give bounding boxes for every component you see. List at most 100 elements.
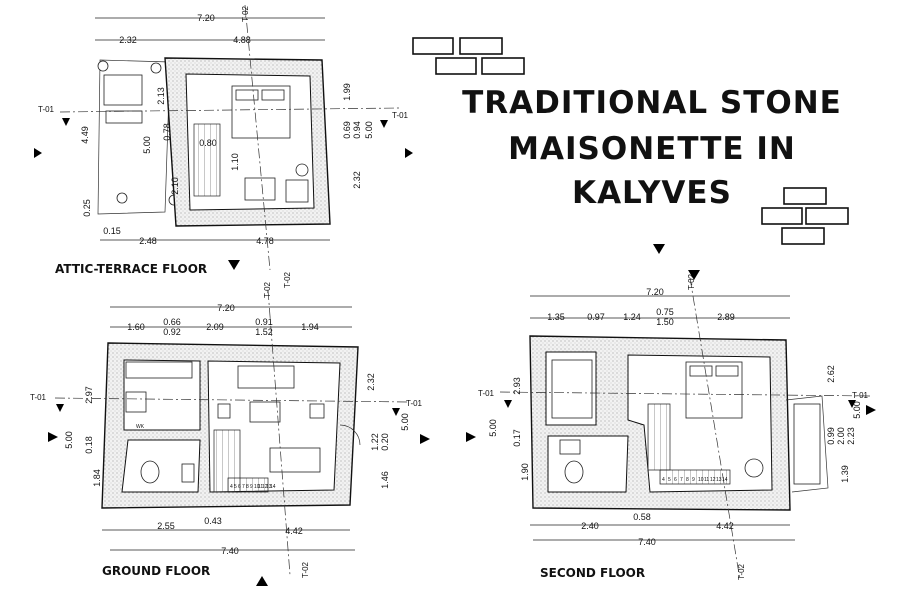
attic-dim-bottom-right: 4.78 — [256, 236, 274, 246]
second-dim-right-a: 2.62 — [826, 365, 836, 383]
attic-dim-right-a: 1.99 — [342, 83, 352, 101]
attic-marker-left: T-01 — [38, 105, 55, 114]
ground-dim-bottom-c: 4.42 — [285, 526, 303, 536]
ground-dim-bottom-b: 0.43 — [204, 516, 222, 526]
attic-marker-top: T-02 — [241, 5, 250, 22]
ground-dim-top-g: 1.94 — [301, 322, 319, 332]
ground-wc-label: WK — [136, 424, 145, 430]
attic-dim-left-inner-b: 0.78 — [162, 123, 172, 141]
stair-step-number: 7 — [242, 484, 245, 490]
title-block: TRADITIONAL STONE MAISONETTE IN KALYVES — [412, 37, 849, 254]
stair-step-number: 14 — [270, 484, 276, 490]
attic-dim-left-outer: 4.49 — [80, 126, 90, 144]
second-marker-right: T-01 — [852, 391, 869, 400]
title-line-2: MAISONETTE IN — [508, 131, 796, 167]
second-dim-top-e: 1.50 — [656, 317, 674, 327]
ground-dim-right-d: 1.46 — [380, 471, 390, 489]
stair-step-number: 7 — [680, 477, 683, 483]
attic-dim-right-e: 5.00 — [364, 121, 374, 139]
attic-dim-left-small: 0.25 — [82, 199, 92, 217]
attic-dim-bottom-left: 2.48 — [139, 236, 157, 246]
ground-dim-top-f: 1.52 — [255, 327, 273, 337]
stair-step-number: 5 — [234, 484, 237, 490]
ground-marker-bottom: T-02 — [301, 561, 310, 578]
second-dim-left-a: 2.93 — [512, 377, 522, 395]
second-dim-top-d: 0.75 — [656, 307, 674, 317]
ground-dim-top-b: 0.66 — [163, 317, 181, 327]
ground-dim-right-a: 2.32 — [366, 373, 376, 391]
second-dim-left-c: 1.90 — [520, 463, 530, 481]
second-dim-bottom-a: 2.40 — [581, 521, 599, 531]
section-arrow-icon — [653, 244, 665, 254]
attic-dim-right-c: 0.94 — [352, 121, 362, 139]
second-dim-top-a: 1.35 — [547, 312, 565, 322]
stair-step-number: 4 — [662, 477, 665, 483]
ground-dim-top-c: 0.92 — [163, 327, 181, 337]
ground-marker-right: T-01 — [406, 399, 423, 408]
attic-dim-center-a: 2.13 — [156, 87, 166, 105]
ground-dim-top-d: 2.09 — [206, 322, 224, 332]
attic-dim-top-total: 7.20 — [197, 13, 215, 23]
second-dim-right-f: 5.00 — [852, 401, 862, 419]
attic-dim-right-b: 0.69 — [342, 121, 352, 139]
ground-marker-left: T-01 — [30, 393, 47, 402]
second-dim-bottom-b: 0.58 — [633, 512, 651, 522]
second-dim-left-outer: 5.00 — [488, 419, 498, 437]
stair-step-number: 8 — [686, 477, 689, 483]
second-dim-right-b: 0.99 — [826, 427, 836, 445]
stair-step-number: 10 — [254, 484, 260, 490]
attic-dim-left-inner-c: 2.10 — [170, 177, 180, 195]
stair-step-number: 6 — [674, 477, 677, 483]
stair-step-number: 12 — [262, 484, 268, 490]
ground-marker-top: T-02 — [263, 281, 272, 298]
stair-step-number: 6 — [238, 484, 241, 490]
second-dim-top-f: 2.89 — [717, 312, 735, 322]
attic-marker-bottom: T-02 — [283, 271, 292, 288]
second-floor-label: SECOND FLOOR — [540, 566, 645, 580]
ground-dim-right-b: 1.22 — [370, 433, 380, 451]
ground-dim-left-a: 2.97 — [84, 386, 94, 404]
attic-dim-center-b: 0.80 — [199, 138, 217, 148]
second-dim-bottom-total: 7.40 — [638, 537, 656, 547]
stair-step-number: 5 — [668, 477, 671, 483]
attic-dim-center-c: 1.10 — [230, 153, 240, 171]
ground-dim-bottom-a: 2.55 — [157, 521, 175, 531]
attic-dim-top-left: 2.32 — [119, 35, 137, 45]
ground-dim-right-e: 5.00 — [400, 413, 410, 431]
second-dim-right-d: 2.23 — [846, 427, 856, 445]
ground-dim-bottom-total: 7.40 — [221, 546, 239, 556]
ground-dim-top-a: 1.60 — [127, 322, 145, 332]
title-line-3: KALYVES — [572, 175, 732, 211]
second-dim-right-c: 2.00 — [836, 427, 846, 445]
ground-dim-right-c: 0.20 — [380, 433, 390, 451]
attic-dim-left-inner-a: 5.00 — [142, 136, 152, 154]
ground-dim-left-c: 1.84 — [92, 469, 102, 487]
stair-step-number: 11 — [704, 477, 709, 483]
stair-step-number: 8 — [246, 484, 249, 490]
stair-step-number: 9 — [250, 484, 253, 490]
stair-step-number: 13 — [716, 477, 722, 483]
ground-dim-top-e: 0.91 — [255, 317, 273, 327]
ground-dim-left-b: 0.18 — [84, 436, 94, 454]
stair-step-number: 9 — [692, 477, 695, 483]
stair-step-number: 12 — [710, 477, 716, 483]
attic-floor-label: ATTIC-TERRACE FLOOR — [55, 262, 207, 276]
brick-icon-bottom — [761, 187, 849, 245]
attic-floor-plan: 7.20 2.32 4.88 4.49 0.25 5.00 0.78 2.10 … — [34, 4, 413, 288]
second-marker-bottom: T-02 — [737, 563, 746, 580]
stair-step-number: 13 — [266, 484, 272, 490]
second-dim-left-b: 0.17 — [512, 429, 522, 447]
ground-floor-plan: 7.20 1.60 0.66 0.92 2.09 0.91 1.52 1.94 … — [30, 281, 430, 586]
stair-step-number: 11 — [258, 484, 263, 490]
second-marker-top: T-02 — [687, 273, 696, 290]
attic-dim-top-right: 4.88 — [233, 35, 251, 45]
brick-icon-top — [412, 37, 525, 75]
second-dim-top-c: 1.24 — [623, 312, 641, 322]
ground-dim-left-outer: 5.00 — [64, 431, 74, 449]
second-dim-right-e: 1.39 — [840, 465, 850, 483]
stair-step-number: 4 — [230, 484, 233, 490]
attic-dim-right-d: 2.32 — [352, 171, 362, 189]
